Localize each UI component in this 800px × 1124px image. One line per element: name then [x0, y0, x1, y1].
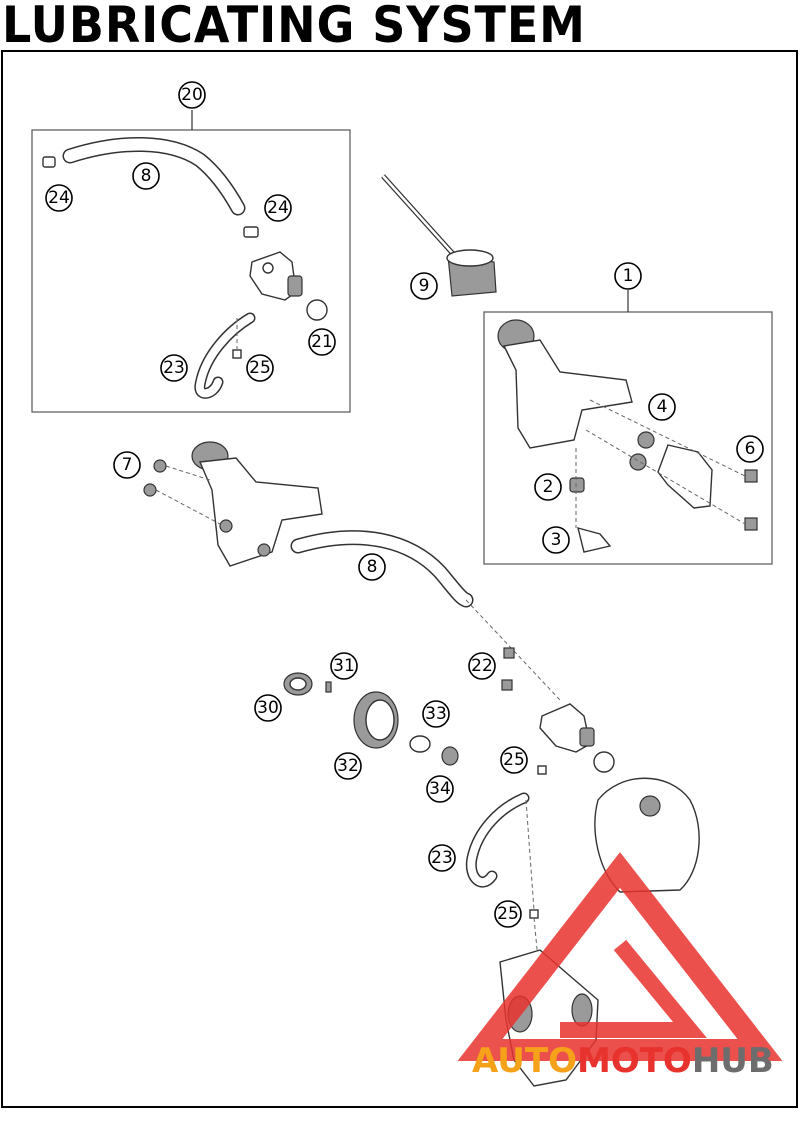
svg-text:24: 24 — [48, 188, 70, 208]
o-ring-pump — [593, 751, 615, 773]
oil-tank-part-1 — [497, 319, 633, 449]
callout-21: 21 — [308, 328, 336, 356]
screw-part-7-a — [153, 459, 167, 473]
screw-part-22-b — [501, 679, 513, 691]
svg-text:7: 7 — [122, 455, 133, 475]
svg-text:25: 25 — [249, 358, 271, 378]
bracket-part-4 — [629, 431, 713, 509]
svg-text:8: 8 — [367, 557, 378, 577]
filler-cap-part-9 — [381, 174, 497, 297]
grommet-part-2 — [569, 477, 585, 493]
callout-25-low: 25 — [494, 900, 522, 928]
hose-part-23-inset — [194, 312, 256, 399]
watermark-auto: AUTO — [472, 1041, 577, 1081]
callout-20: 20 — [178, 81, 206, 109]
svg-text:9: 9 — [419, 276, 430, 296]
svg-text:34: 34 — [429, 779, 451, 799]
svg-text:20: 20 — [181, 85, 203, 105]
callout-3: 3 — [542, 526, 570, 554]
page-title: LUBRICATING SYSTEM — [2, 0, 586, 54]
svg-text:22: 22 — [471, 656, 493, 676]
diagram-frame — [1, 50, 798, 1108]
svg-text:23: 23 — [431, 848, 453, 868]
svg-text:3: 3 — [551, 530, 562, 550]
bolt-part-6-b — [744, 517, 758, 531]
watermark-text: AUTOMOTOHUB — [472, 1041, 774, 1081]
svg-text:25: 25 — [503, 750, 525, 770]
elbow-fitting-part-3 — [577, 527, 612, 553]
o-ring-part-21 — [306, 299, 328, 321]
screw-part-7-b — [143, 483, 157, 497]
bolt-part-6-a — [744, 469, 758, 483]
svg-text:25: 25 — [497, 904, 519, 924]
callout-8: 8 — [358, 553, 386, 581]
oil-hose-part-8 — [290, 530, 474, 608]
callout-25-mid: 25 — [500, 746, 528, 774]
valve-part-25-inset — [232, 349, 242, 359]
callout-7: 7 — [113, 451, 141, 479]
svg-text:21: 21 — [311, 332, 333, 352]
watermark-moto: MOTO — [577, 1041, 692, 1081]
callout-9: 9 — [410, 272, 438, 300]
valve-part-25-c — [529, 909, 539, 919]
oil-hose-part-8-inset — [62, 137, 246, 216]
callout-6: 6 — [736, 435, 764, 463]
callout-34: 34 — [426, 775, 454, 803]
svg-text:2: 2 — [543, 477, 554, 497]
valve-part-25-b — [537, 765, 547, 775]
bushing-part-30 — [283, 672, 313, 696]
screw-part-22-a — [503, 647, 515, 659]
callout-4: 4 — [648, 393, 676, 421]
callout-23-inset: 23 — [160, 354, 188, 382]
callout-23: 23 — [428, 844, 456, 872]
nut-part-34 — [441, 746, 459, 766]
svg-text:8: 8 — [141, 166, 152, 186]
svg-text:24: 24 — [267, 198, 289, 218]
callout-24-b: 24 — [264, 194, 292, 222]
callout-22: 22 — [468, 652, 496, 680]
svg-text:32: 32 — [337, 756, 359, 776]
svg-text:6: 6 — [745, 439, 756, 459]
clamp-part-24-a — [42, 156, 56, 168]
callout-32: 32 — [334, 752, 362, 780]
callout-33: 33 — [422, 700, 450, 728]
svg-text:23: 23 — [163, 358, 185, 378]
oil-pump — [539, 703, 595, 753]
pin-part-31 — [325, 681, 332, 693]
callout-25-inset: 25 — [246, 354, 274, 382]
kit-20-inset-box — [31, 129, 351, 413]
callout-2: 2 — [534, 473, 562, 501]
svg-text:31: 31 — [333, 656, 355, 676]
svg-text:33: 33 — [425, 704, 447, 724]
callout-8-inset: 8 — [132, 162, 160, 190]
hose-part-23 — [465, 792, 530, 888]
clamp-part-24-b — [243, 226, 259, 238]
callout-1: 1 — [614, 262, 642, 290]
circlip-part-33 — [409, 735, 431, 753]
gear-part-32 — [353, 691, 399, 749]
callout-30: 30 — [254, 694, 282, 722]
callout-31: 31 — [330, 652, 358, 680]
callout-24-a: 24 — [45, 184, 73, 212]
oil-pump-inset — [249, 251, 303, 301]
watermark-hub: HUB — [692, 1041, 774, 1081]
svg-text:4: 4 — [657, 397, 668, 417]
oil-tank-assembly — [191, 441, 323, 567]
svg-text:1: 1 — [623, 266, 634, 286]
svg-text:30: 30 — [257, 698, 279, 718]
watermark-logo — [457, 852, 783, 1061]
